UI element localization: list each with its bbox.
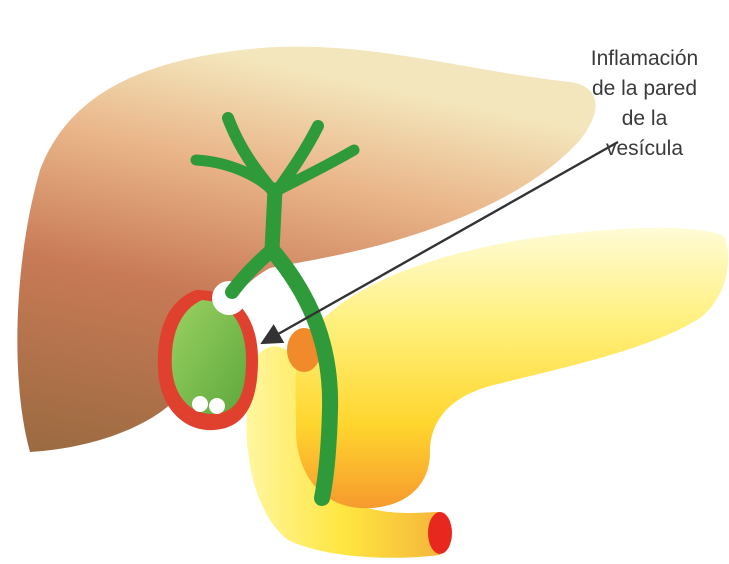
duodenum-opening bbox=[428, 512, 452, 554]
annotation-line-1: Inflamación bbox=[560, 44, 729, 74]
annotation-line-2: de la pared bbox=[560, 74, 729, 104]
gallstone bbox=[192, 396, 208, 412]
annotation-label: Inflamación de la pared de la vesícula bbox=[560, 44, 729, 164]
annotation-line-3: de la bbox=[560, 104, 729, 134]
gallstone bbox=[209, 398, 225, 414]
pancreas bbox=[296, 228, 729, 508]
annotation-line-4: vesícula bbox=[560, 134, 729, 164]
